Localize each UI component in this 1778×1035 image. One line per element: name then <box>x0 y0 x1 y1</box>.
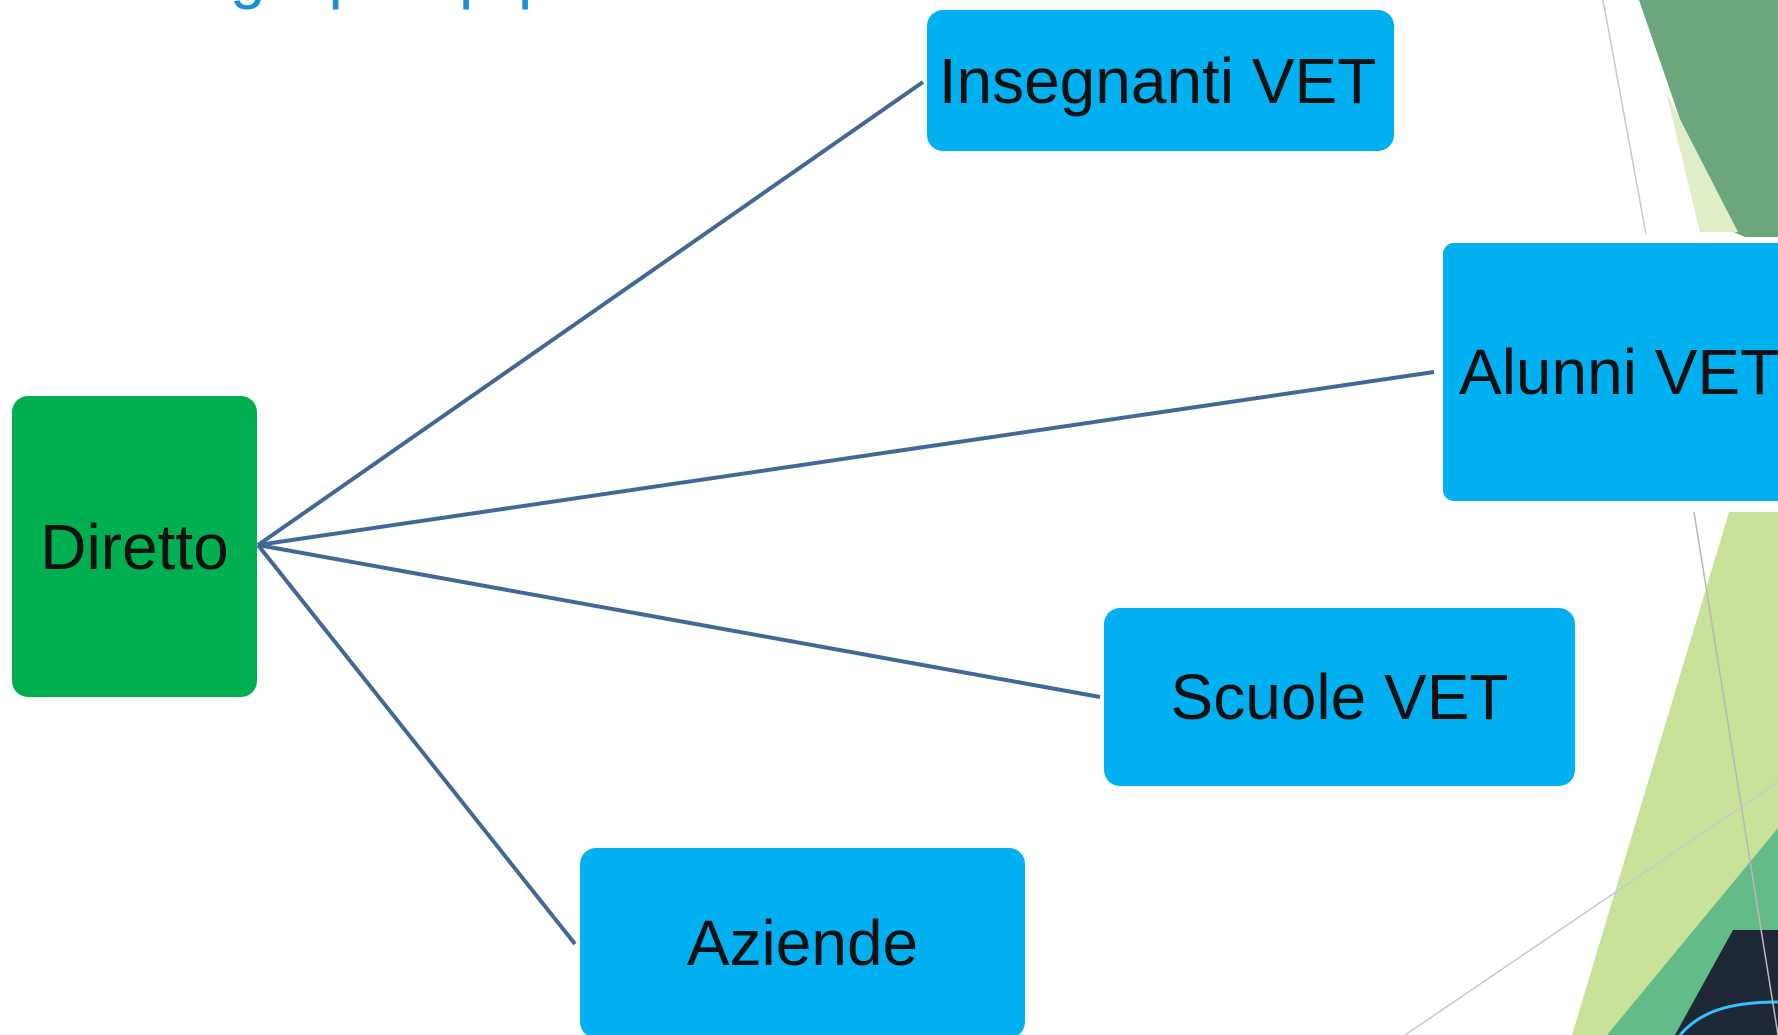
decorative-blue-curve <box>1678 1000 1778 1035</box>
decorative-green-wedge-top <box>1639 0 1778 252</box>
target-node-aziende: Aziende <box>580 848 1025 1035</box>
target-node-label: Scuole VET <box>1170 661 1509 733</box>
connector-to-aziende <box>256 543 577 946</box>
target-node-label: Alunni VET <box>1459 336 1778 408</box>
source-node-label: Diretto <box>40 510 229 583</box>
slide-title-fragment: gerpmepq <box>230 0 534 6</box>
decorative-dark-corner-shape <box>1675 930 1778 1035</box>
decorative-thin-line-1 <box>1602 0 1647 235</box>
target-node-label: Aziende <box>686 907 919 979</box>
decorative-mid-green-triangle-bottom <box>1607 512 1778 1035</box>
connector-to-alunni-vet <box>257 370 1435 547</box>
decorative-light-green-sliver-top <box>1666 92 1738 232</box>
target-node-scuole-vet: Scuole VET <box>1104 608 1575 786</box>
source-node-diretto: Diretto <box>12 396 257 697</box>
target-node-insegnanti-vet: Insegnanti VET <box>927 10 1394 151</box>
decorative-thin-line-2 <box>1693 511 1778 1035</box>
decorative-thin-line-3 <box>1404 781 1778 1035</box>
target-node-label: Insegnanti VET <box>938 44 1377 117</box>
connector-to-scuole-vet <box>257 543 1101 699</box>
target-node-alunni-vet: Alunni VET <box>1438 238 1778 506</box>
connector-to-insegnanti-vet <box>256 80 925 547</box>
